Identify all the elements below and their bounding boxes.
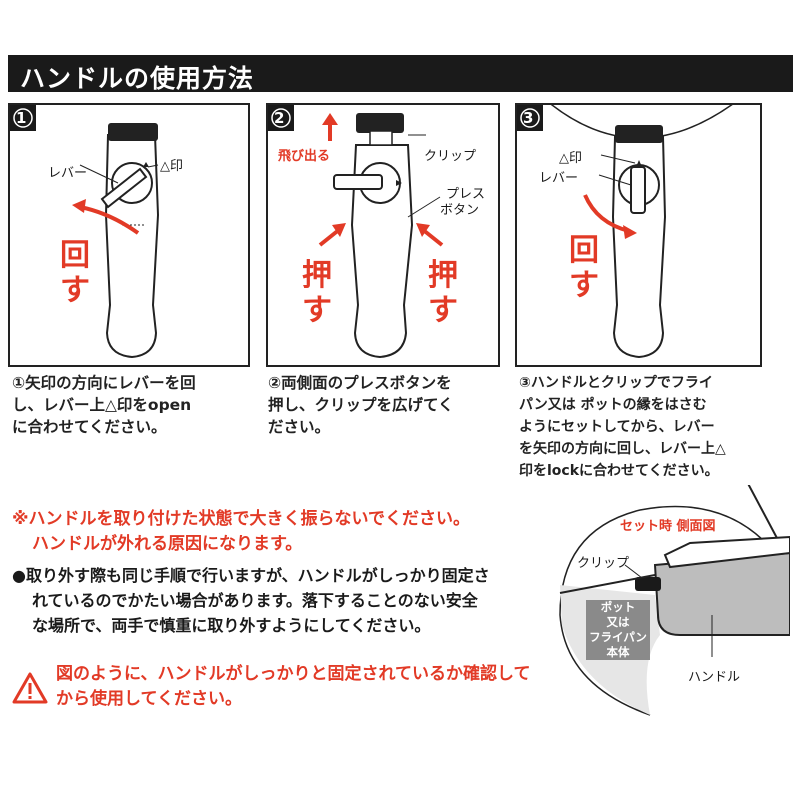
caption-line: ③ハンドルとクリップでフライ — [519, 375, 713, 391]
warning-triangle-icon — [12, 672, 48, 704]
caution-note: 図のように、ハンドルがしっかりと固定されているか確認して から使用してください。 — [56, 662, 530, 712]
warning-line: ハンドルが外れる原因になります。 — [32, 534, 303, 554]
push-text-right-b: す — [428, 293, 458, 328]
push-text-left-a: 押 — [302, 258, 332, 293]
caption-line: ①矢印の方向にレバーを回 — [12, 374, 196, 392]
step-1-panel: 1 レバー △印 回 す — [8, 103, 250, 367]
push-text-left-b: す — [302, 293, 332, 328]
turn-text-1a: 回 — [60, 238, 90, 273]
side-view-title: セット時 側面図 — [620, 519, 716, 534]
zoom-circle — [559, 505, 769, 716]
press-button-label-b: ボタン — [440, 203, 480, 218]
step-3-number: 3 — [523, 109, 534, 127]
clip-label-2: クリップ — [424, 149, 477, 164]
warning-line: ※ハンドルを取り付けた状態で大きく振らないでください。 — [12, 509, 471, 529]
step-3-illustration — [517, 105, 733, 359]
caption-line: 押し、クリップを広げてく — [268, 396, 454, 414]
caption-line: し、レバー上△印をopen — [12, 396, 192, 414]
pot-label-line: フライパン — [589, 630, 647, 644]
side-handle-label: ハンドル — [688, 670, 741, 685]
caption-line: ださい。 — [268, 418, 331, 436]
title-bar: ハンドルの使用方法 — [8, 55, 793, 93]
pot-label-line: 又は — [606, 615, 630, 629]
step-2-caption: ②両側面のプレスボタンを 押し、クリップを広げてく ださい。 — [268, 372, 454, 438]
removal-line: な場所で、両手で慎重に取り外すようにしてください。 — [32, 616, 431, 635]
caution-line: から使用してください。 — [56, 689, 242, 709]
warning-note: ※ハンドルを取り付けた状態で大きく振らないでください。 ハンドルが外れる原因にな… — [12, 507, 470, 557]
turn-text-3b: す — [569, 268, 599, 303]
triangle-label-1: △印 — [160, 159, 183, 174]
step-1-caption: ①矢印の方向にレバーを回 し、レバー上△印をopen に合わせてください。 — [12, 372, 196, 438]
removal-line: れているのでかたい場合があります。落下することのない安全 — [32, 591, 478, 610]
clip-2 — [356, 113, 404, 133]
caution-line: 図のように、ハンドルがしっかりと固定されているか確認して — [56, 664, 531, 684]
lever-label-1: レバー — [48, 166, 88, 181]
triangle-label-3: △印 — [559, 151, 582, 166]
handle-cap-1 — [108, 123, 158, 141]
removal-line: ●取り外す際も同じ手順で行いますが、ハンドルがしっかり固定さ — [12, 566, 490, 585]
turn-text-1b: す — [60, 273, 90, 308]
step-3-caption: ③ハンドルとクリップでフライ パン又は ポットの縁をはさむ ようにセットしてから… — [519, 372, 726, 482]
caption-line: ②両側面のプレスボタンを — [268, 374, 452, 392]
step-1-number: 1 — [16, 109, 27, 127]
push-text-right-a: 押 — [428, 258, 458, 293]
lever-label-3: レバー — [539, 171, 579, 186]
pot-label-line: 本体 — [606, 645, 630, 659]
step-3-panel: 3 △印 レバー 回 す — [515, 103, 762, 367]
lever-1 — [100, 167, 148, 209]
caption-line: を矢印の方向に回し、レバー上△ — [519, 441, 726, 457]
removal-note: ●取り外す際も同じ手順で行いますが、ハンドルがしっかり固定さ れているのでかたい… — [12, 563, 490, 638]
caption-line: パン又は ポットの縁をはさむ — [519, 397, 707, 413]
side-clip-label: クリップ — [577, 556, 630, 571]
caption-line: ようにセットしてから、レバー — [519, 419, 715, 435]
caption-line: に合わせてください。 — [12, 418, 167, 436]
pot-label-line: ポット — [600, 600, 636, 614]
step-1-illustration — [10, 105, 160, 359]
page-title: ハンドルの使用方法 — [20, 64, 255, 93]
press-button-label-a: プレス — [446, 187, 486, 202]
turn-text-3a: 回 — [569, 233, 599, 268]
handle-cap-3 — [615, 125, 663, 143]
step-2-illustration — [268, 105, 444, 359]
step-2-number: 2 — [274, 109, 285, 127]
caption-line: 印をlockに合わせてください。 — [519, 463, 719, 479]
pop-out-label: 飛び出る — [278, 149, 331, 164]
pot-label: ポット 又は フライパン 本体 — [586, 600, 650, 660]
step-2-panel: 2 飛び出る クリップ プレス ボタン 押 す 押 す — [266, 103, 500, 367]
triangle-mark-1 — [143, 162, 149, 167]
lever-3 — [630, 166, 646, 214]
lever-2 — [333, 174, 383, 190]
